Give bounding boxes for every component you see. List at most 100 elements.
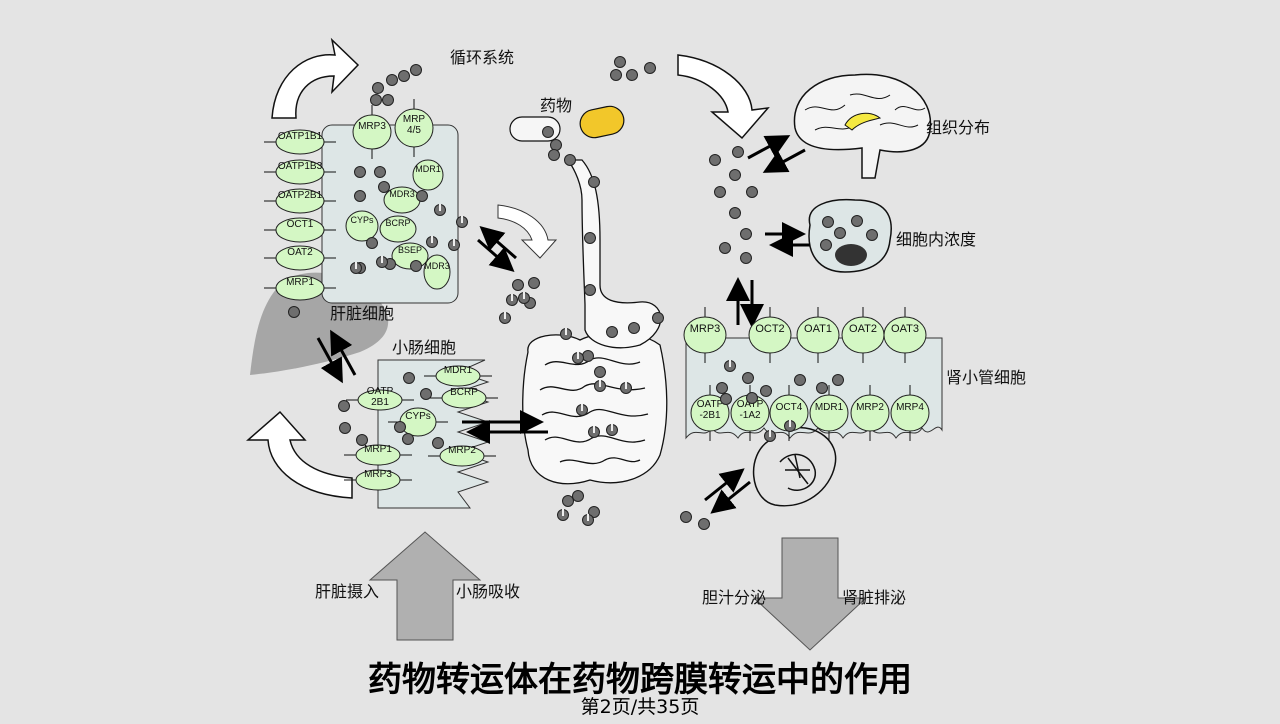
drug-dot	[354, 166, 366, 178]
drug-dot	[398, 70, 410, 82]
transporter-label: OATP1B3	[278, 161, 323, 172]
drug-dot	[374, 166, 386, 178]
bound-drug-molecule	[594, 380, 606, 392]
transporter: OATP-2B1	[690, 385, 730, 441]
bound-drug-molecule	[576, 404, 588, 416]
transporter-label: BCRP	[450, 387, 478, 398]
transporter: CYPs	[345, 210, 379, 242]
bound-drug-molecule	[606, 424, 618, 436]
slide-title: 药物转运体在药物跨膜转运中的作用	[368, 660, 912, 700]
drug-dot	[740, 252, 752, 264]
transporter: OATP2B1	[264, 188, 336, 214]
label-intestinal-absorption: 小肠吸收	[456, 582, 521, 601]
intestine-icon	[522, 332, 668, 485]
bound-drug-molecule	[560, 328, 572, 340]
drug-dot	[548, 149, 560, 161]
label-drug: 药物	[540, 96, 573, 115]
drug-dot	[378, 181, 390, 193]
label-tissue-distribution: 组织分布	[926, 118, 991, 137]
drug-dot	[746, 186, 758, 198]
transporter: OAT1	[796, 307, 840, 363]
flow-arrow-top-right	[677, 54, 770, 140]
drug-dot	[366, 237, 378, 249]
drug-dot	[370, 94, 382, 106]
transporter-label: BCRP	[385, 218, 410, 228]
transporter-label: MDR1	[444, 365, 473, 376]
bound-drug-molecule	[582, 514, 594, 526]
transporter: OATP1B3	[264, 159, 336, 185]
transporter: MDR1	[424, 365, 492, 387]
drug-dot	[652, 312, 664, 324]
drug-dot	[354, 190, 366, 202]
transporter-label: OAT2	[287, 247, 313, 258]
transporter-label: -2B1	[699, 410, 721, 421]
transporter: OATP2B1	[346, 386, 414, 411]
flow-arrow-bottom-left	[246, 410, 353, 499]
transporter: BCRP	[430, 387, 498, 409]
bound-drug-molecule	[764, 430, 776, 442]
drug-molecules	[288, 56, 878, 530]
drug-dot	[626, 69, 638, 81]
drug-dot	[572, 490, 584, 502]
drug-dot	[588, 176, 600, 188]
drug-dot	[432, 437, 444, 449]
drug-dot	[866, 229, 878, 241]
drug-dot	[403, 372, 415, 384]
label-circulation: 循环系统	[450, 48, 515, 67]
drug-dot	[820, 239, 832, 251]
drug-dot	[794, 374, 806, 386]
flow-arrow-top-left	[271, 37, 360, 119]
drug-dot	[402, 433, 414, 445]
transporter-label: MDR3	[424, 261, 450, 271]
transporter-label: MRP3	[364, 469, 392, 480]
bound-drug-molecule	[572, 352, 584, 364]
transporter: MRP1	[264, 275, 336, 301]
transporter-label: OATP	[697, 399, 724, 410]
gi-tube	[566, 159, 662, 349]
bound-drug-molecule	[350, 262, 362, 274]
bound-drug-molecule	[456, 216, 468, 228]
drug-dot	[742, 372, 754, 384]
transporter: OCT1	[264, 217, 336, 243]
bound-drug-molecule	[506, 294, 518, 306]
label-renal-excretion: 肾脏排泌	[842, 588, 907, 607]
bound-drug-molecule	[434, 204, 446, 216]
bound-drug-molecule	[588, 426, 600, 438]
transporter: MRP1	[344, 444, 412, 466]
transporter: OATP-1A2	[730, 385, 770, 441]
transporter: OCT2	[748, 307, 792, 363]
drug-dot	[288, 306, 300, 318]
bound-drug-molecule	[448, 239, 460, 251]
drug-dot	[356, 434, 368, 446]
drug-dot	[720, 393, 732, 405]
transporter-label: OATP	[367, 386, 394, 397]
bound-drug-molecule	[620, 382, 632, 394]
transporter-label: OATP1B1	[278, 131, 323, 142]
drug-dot	[394, 421, 406, 433]
drug-dot	[382, 94, 394, 106]
transporter-label: CYPs	[405, 411, 431, 422]
label-renal-tubule-cell: 肾小管细胞	[946, 368, 1027, 387]
transporter: MRP3	[352, 105, 392, 159]
drug-dot	[760, 385, 772, 397]
transporter: OAT3	[883, 307, 927, 363]
drug-dot	[628, 322, 640, 334]
label-biliary-secretion: 胆汁分泌	[702, 588, 767, 607]
transporter-label: MRP1	[364, 444, 392, 455]
transporter-label: OCT2	[755, 323, 784, 335]
drug-dot	[410, 260, 422, 272]
transporter-label: -1A2	[739, 410, 761, 421]
transporter-label: MRP3	[358, 121, 386, 132]
transporter-label: BSEP	[398, 245, 422, 255]
drug-dot	[338, 400, 350, 412]
drug-dot	[714, 186, 726, 198]
drug-dot	[834, 227, 846, 239]
drug-dot	[564, 154, 576, 166]
transporter-label: OATP	[737, 399, 764, 410]
transporter-label: MRP2	[448, 445, 476, 456]
transporter: MDR1	[412, 159, 444, 191]
